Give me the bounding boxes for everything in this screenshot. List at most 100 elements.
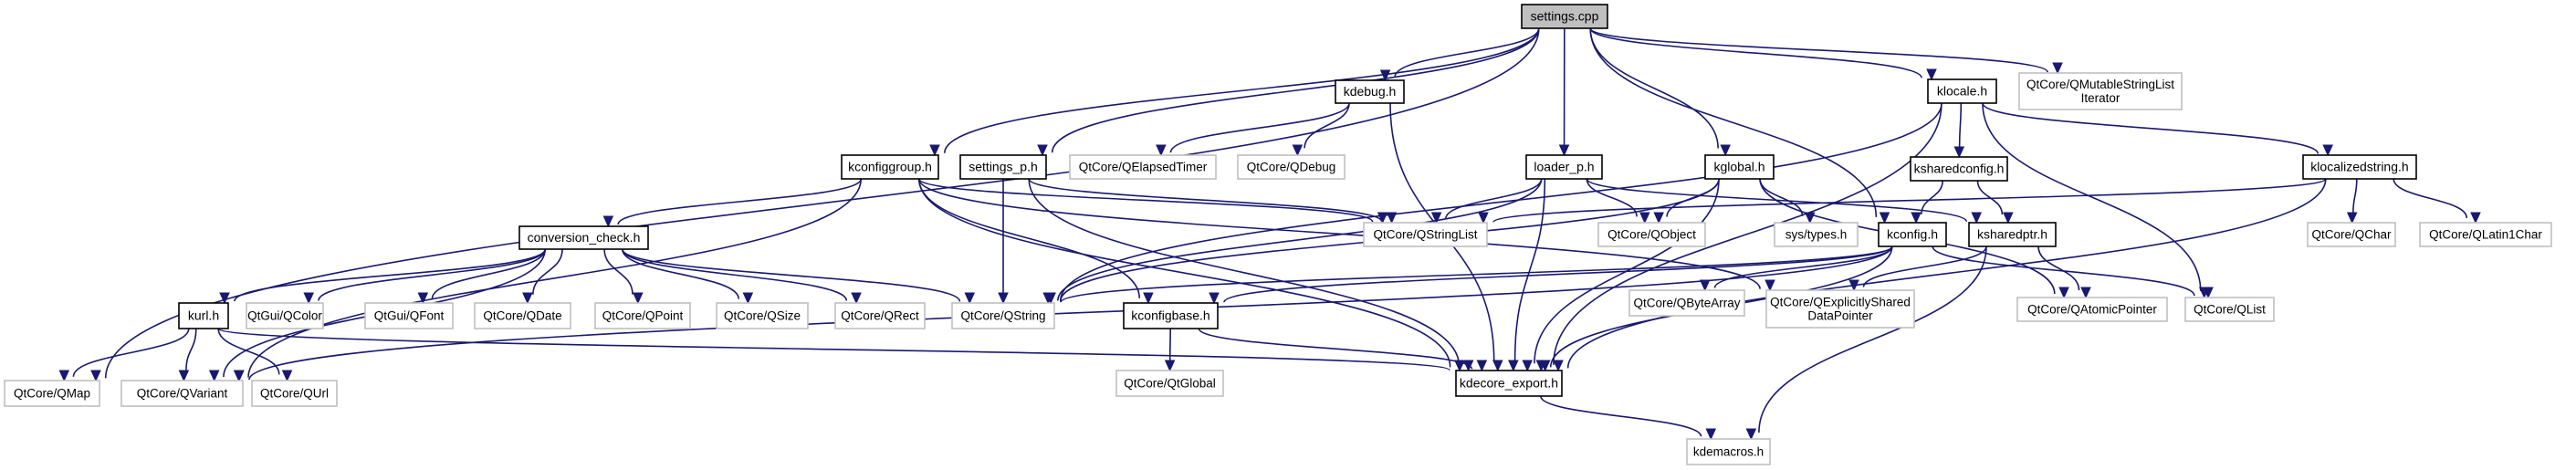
node-qlatin1char: QtCore/QLatin1Char: [2419, 222, 2552, 247]
edge-kdebug_h-to-qelapsedtimer: [1169, 102, 1350, 153]
node-qstringlist: QtCore/QStringList: [1363, 222, 1488, 247]
edge-klocale_h-to-ksharedconfig_h: [1958, 102, 1963, 148]
node-kglobal-h[interactable]: kglobal.h: [1704, 154, 1775, 180]
node-klocale-h[interactable]: klocale.h: [1927, 78, 1997, 104]
arrowhead-icon: [281, 370, 293, 382]
arrowhead-icon: [522, 292, 533, 305]
node-box: [1525, 154, 1603, 180]
node-box: [2184, 297, 2275, 322]
node-kconfigbase-h[interactable]: kconfigbase.h: [1123, 302, 1219, 329]
arrowhead-icon: [1476, 360, 1488, 372]
node-qtglobal: QtCore/QtGlobal: [1115, 370, 1224, 397]
node-label: sys/types.h: [1785, 228, 1848, 242]
arrowhead-icon: [1926, 68, 1937, 81]
edge-kurl_h-to-qmap: [72, 328, 190, 377]
node-label: DataPointer: [1807, 309, 1873, 323]
arrowhead-icon: [1764, 279, 1775, 292]
node-box: [2016, 297, 2168, 322]
arrowhead-icon: [2470, 212, 2481, 225]
node-box: [246, 302, 324, 329]
arrowhead-icon: [633, 292, 644, 305]
arrowhead-icon: [1478, 212, 1489, 225]
node-ksharedptr-h[interactable]: ksharedptr.h: [1968, 222, 2057, 247]
node-box: [178, 302, 229, 329]
node-label: QtCore/QStringList: [1373, 228, 1477, 242]
arrowhead-icon: [998, 292, 1009, 305]
node-qvariant: QtCore/QVariant: [120, 380, 244, 407]
edge-kconfiggroup_h-to-kconfigbase_h: [918, 178, 1141, 298]
edge-settings_cpp-to-qmutable: [1589, 27, 2048, 73]
node-kconfig-h[interactable]: kconfig.h: [1878, 222, 1947, 247]
arrowhead-icon: [851, 292, 862, 305]
node-label: conversion_check.h: [528, 230, 641, 245]
arrowhead-icon: [929, 144, 940, 157]
edge-loader_p_h-to-qstringlist: [1445, 178, 1543, 219]
node-kdecore-export-h[interactable]: kdecore_export.h: [1455, 370, 1563, 397]
arrowhead-icon: [1848, 279, 1859, 292]
arrowhead-icon: [602, 215, 614, 228]
node-qelapsedtimer: QtCore/QElapsedTimer: [1069, 154, 1217, 180]
node-box: [1069, 154, 1217, 180]
node-box: [959, 154, 1047, 180]
edge-ksharedptr_h-to-qexplicitly: [1862, 245, 1987, 287]
node-kdebug-h[interactable]: kdebug.h: [1335, 79, 1405, 104]
node-label: QtCore/QAtomicPointer: [2027, 303, 2157, 317]
node-loader-p-h[interactable]: loader_p.h: [1525, 154, 1603, 180]
node-qrect: QtCore/QRect: [834, 302, 926, 329]
node-settings-cpp[interactable]: settings.cpp: [1521, 4, 1608, 29]
node-settings-p-h[interactable]: settings_p.h: [959, 154, 1047, 180]
node-label: settings_p.h: [969, 160, 1038, 174]
node-label: QtCore/QSize: [724, 309, 801, 323]
node-label: settings.cpp: [1531, 9, 1599, 24]
edge-conversion_check_h-to-qrect: [622, 248, 848, 301]
node-label: QtCore/QElapsedTimer: [1079, 161, 1208, 174]
node-label: QtCore/QRect: [841, 309, 919, 323]
node-box: [951, 302, 1055, 329]
edge-kurl_h-to-qurl: [217, 328, 280, 375]
node-box: [834, 302, 926, 329]
node-label: QtGui/QColor: [247, 309, 322, 323]
node-label: QtCore/QtGlobal: [1124, 377, 1216, 391]
node-box: [1878, 222, 1947, 247]
node-box: [1115, 370, 1224, 397]
edge-ksharedconfig_h-to-ksharedptr_h: [1976, 180, 2004, 215]
edge-klocalizedstring_h-to-qstringlist: [1492, 178, 2327, 224]
edge-klocale_h-to-klocalizedstring_h: [1982, 102, 2319, 154]
arrowhead-icon: [1745, 428, 1757, 441]
node-label: QtCore/QPoint: [602, 309, 684, 323]
node-box: [1597, 222, 1706, 247]
arrowhead-icon: [1535, 360, 1547, 372]
arrowhead-icon: [1164, 360, 1176, 372]
node-qdebug: QtCore/QDebug: [1237, 154, 1346, 180]
node-ksharedconfig-h[interactable]: ksharedconfig.h: [1910, 156, 2008, 182]
edge-conversion_check_h-to-qsize: [622, 248, 740, 299]
arrowhead-icon: [90, 370, 101, 382]
node-label: kdecore_export.h: [1460, 376, 1558, 391]
node-klocalizedstring-h[interactable]: klocalizedstring.h: [2302, 154, 2417, 180]
node-box: [474, 302, 571, 329]
edge-conversion_check_h-to-kurl_h: [234, 248, 546, 302]
node-qcolor: QtGui/QColor: [246, 302, 324, 329]
node-box: [1628, 289, 1745, 317]
node-label: QtCore/QObject: [1607, 228, 1696, 242]
edge-kdecore_export_h-to-kdemacros_h: [1540, 395, 1702, 437]
edge-kglobal_h-to-systypes: [1759, 178, 1804, 216]
node-kurl-h[interactable]: kurl.h: [178, 302, 229, 329]
arrowhead-icon: [303, 292, 314, 305]
node-label: ksharedconfig.h: [1914, 162, 2005, 176]
edge-conversion_check_h-to-qpoint: [603, 248, 634, 295]
node-conversion-check-h[interactable]: conversion_check.h: [518, 225, 649, 250]
arrowhead-icon: [1522, 360, 1533, 372]
node-label: kglobal.h: [1713, 160, 1764, 174]
node-label: QtCore/QMap: [14, 387, 90, 401]
arrowhead-icon: [742, 292, 754, 305]
node-kconfiggroup-h[interactable]: kconfiggroup.h: [841, 154, 939, 180]
edges-layer: [58, 27, 2481, 441]
arrowhead-icon: [208, 370, 220, 382]
edge-settings_cpp-to-settings_p_h: [1051, 27, 1540, 153]
edge-settings_cpp-to-kconfig_h: [1589, 27, 1878, 217]
edge-klocalizedstring_h-to-qchar: [2352, 178, 2358, 214]
arrowhead-icon: [1699, 279, 1711, 292]
